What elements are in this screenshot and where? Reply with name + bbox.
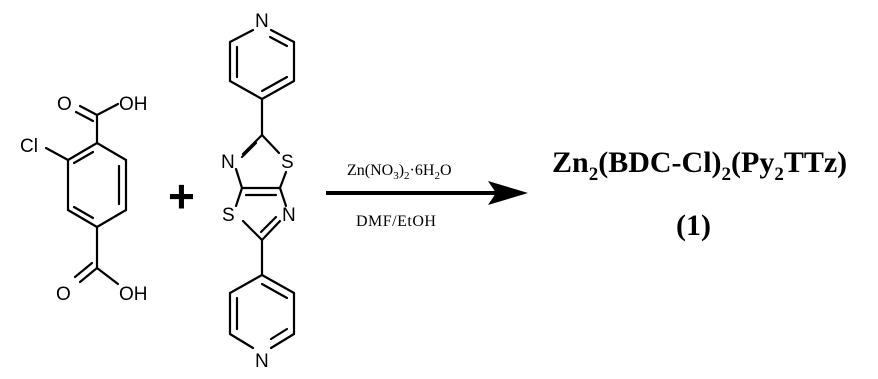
atom-n-thiazole-left: N xyxy=(221,152,235,173)
product: Zn2(BDC-Cl)2(Py2TTz) (1) xyxy=(552,146,847,242)
thiazolothiazole-core: N S S N xyxy=(221,133,296,242)
atom-oh-bottom: OH xyxy=(119,284,148,305)
solvent-label: DMF/EtOH xyxy=(356,213,436,230)
product-label: (1) xyxy=(676,209,711,242)
atom-n-thiazole-right: N xyxy=(282,205,296,226)
atom-n-pyridine-bottom: N xyxy=(255,351,269,372)
reagent-label: Zn(NO3)2·6H2O xyxy=(347,162,452,182)
atom-s-thiazole-right: S xyxy=(281,152,294,173)
product-formula: Zn2(BDC-Cl)2(Py2TTz) xyxy=(552,146,847,185)
chloro-substituent: Cl xyxy=(20,136,70,162)
carboxyl-group-bottom: O OH xyxy=(56,225,148,305)
atom-oh-top: OH xyxy=(119,94,148,115)
carboxyl-group-top: O OH xyxy=(57,94,148,145)
reactant-py2ttz: N N S S N xyxy=(221,11,296,372)
atom-s-thiazole-left: S xyxy=(222,205,235,226)
reactant-chloroterephthalic-acid: O OH Cl O OH xyxy=(20,94,148,305)
pyridine-ring-top: N xyxy=(228,11,296,101)
benzene-ring xyxy=(66,141,128,229)
reaction-conditions: Zn(NO3)2·6H2O DMF/EtOH xyxy=(326,162,528,230)
plus-sign: + xyxy=(168,170,195,222)
atom-o-top: O xyxy=(57,94,72,115)
pyridine-ring-bottom: N xyxy=(228,273,296,372)
atom-n-pyridine-top: N xyxy=(255,11,269,32)
atom-o-bottom: O xyxy=(56,284,71,305)
reaction-arrow xyxy=(326,181,528,205)
atom-cl: Cl xyxy=(20,136,38,157)
